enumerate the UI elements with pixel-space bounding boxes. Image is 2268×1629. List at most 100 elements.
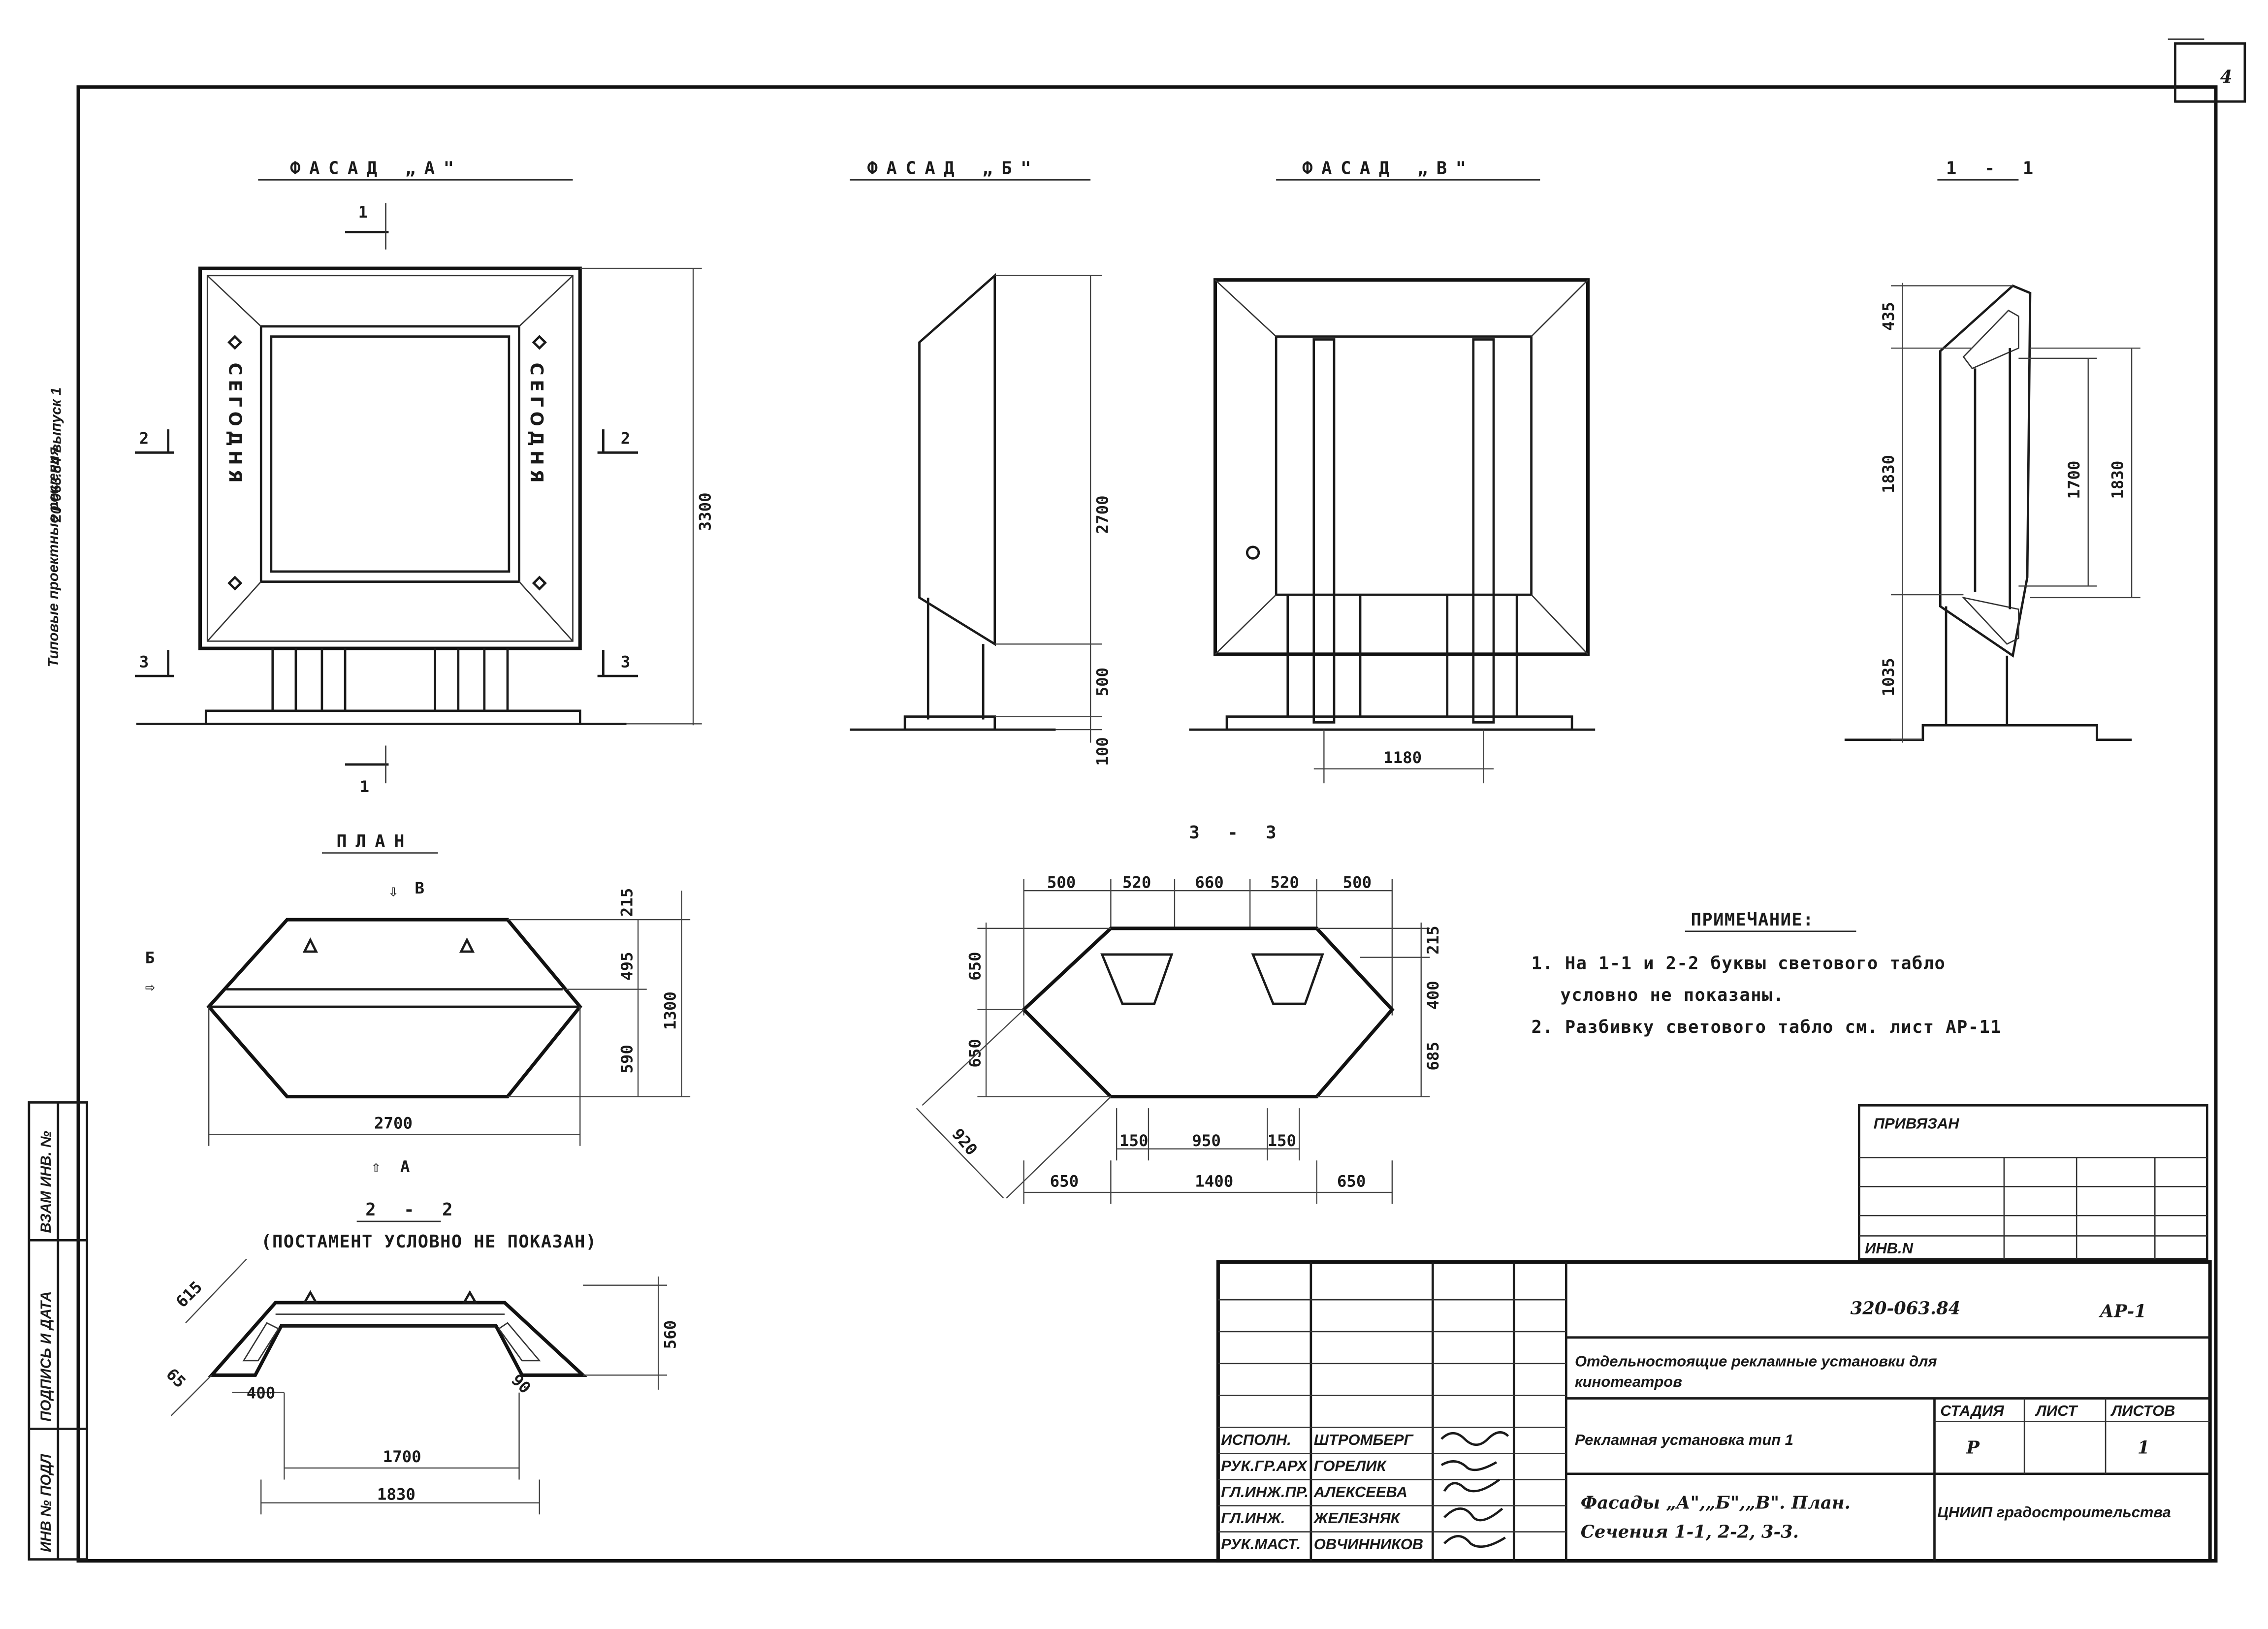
tb-role-2: РУК.ГР.АРХ: [1221, 1457, 1308, 1474]
binding-inv: ИНВ.N: [1865, 1240, 1913, 1257]
note-block: ПРИМЕЧАНИЕ: 1. На 1-1 и 2-2 буквы светов…: [1532, 910, 2002, 1037]
tb-stage: Р: [1966, 1437, 1980, 1458]
sign-text-left: СЕГОДНЯ: [224, 363, 245, 487]
dim-435: 435: [1879, 302, 1898, 331]
facade-a-title: ФАСАД „А": [290, 159, 463, 179]
facade-b-title: ФАСАД „Б": [867, 159, 1040, 179]
plan-dim-2700: 2700: [374, 1114, 413, 1132]
dim-1830-right: 1830: [2108, 461, 2127, 499]
s33-left-650-top: 650: [965, 952, 984, 981]
s33-right-400: 400: [1424, 981, 1442, 1010]
strip-label-2: ПОДПИСЬ И ДАТА: [38, 1291, 54, 1422]
plan-dim-1300: 1300: [661, 991, 680, 1030]
dim-1035: 1035: [1879, 658, 1898, 696]
plan-dim-495: 495: [617, 952, 636, 981]
plan-view: ПЛАН ⇩ В Б ⇨ 2700 ⇧ А 215 495 590 1300: [145, 831, 691, 1176]
facade-a-view: ФАСАД „А" 1 СЕГОДНЯ СЕГОДНЯ: [134, 159, 714, 796]
sign-letters-right: СЕГОДНЯ: [526, 363, 546, 487]
dim-1830-left: 1830: [1879, 455, 1898, 493]
s33-diag-920: 920: [948, 1125, 981, 1159]
dim-100: 100: [1093, 737, 1112, 766]
section-2-right: 2: [621, 429, 631, 448]
tb-contents-2: Сечения 1-1, 2-2, 3-3.: [1581, 1522, 1799, 1542]
sign-text-right: СЕГОДНЯ: [526, 363, 546, 487]
facade-b-view: ФАСАД „Б" 2700 500 100: [850, 159, 1112, 766]
section-2-2-view: 2 - 2 (ПОСТАМЕНТ УСЛОВНО НЕ ПОКАЗАН) 615…: [162, 1200, 680, 1515]
left-stamp-strip: ВЗАМ ИНВ. № ПОДПИСЬ И ДАТА ИНВ № ПОДЛ: [28, 1101, 89, 1561]
tb-stage-label: СТАДИЯ: [1940, 1402, 2005, 1419]
s33-bottom-150-right: 150: [1268, 1131, 1297, 1150]
s33-right-215: 215: [1424, 926, 1442, 955]
strip-label-1: ВЗАМ ИНВ. №: [38, 1131, 54, 1233]
s33-right-685: 685: [1424, 1042, 1442, 1071]
section-1-1-view: 1 - 1 435 1830 1035 1700 1830: [1844, 159, 2140, 743]
tb-sheets: 1: [2138, 1437, 2150, 1458]
margin-notes: 20-063.84 выпуск 1 Типовые проектные реш…: [45, 387, 64, 668]
section-2-2-title: 2 - 2: [365, 1200, 461, 1220]
note-heading: ПРИМЕЧАНИЕ:: [1691, 910, 1814, 930]
plan-arrow-a-label: А: [400, 1157, 410, 1176]
dim-3300: 3300: [696, 492, 714, 531]
sheet-frame: 4: [76, 38, 2246, 1563]
tb-role-4: ГЛ.ИНЖ.: [1221, 1509, 1285, 1527]
sign-letters-left: СЕГОДНЯ: [224, 363, 245, 487]
note-line-1: 1. На 1-1 и 2-2 буквы светового табло: [1532, 953, 1946, 973]
cut-1-top: 1: [358, 203, 368, 222]
tb-drawing: Рекламная установка тип 1: [1575, 1431, 1793, 1448]
section-3-3-title: 3 - 3: [1189, 823, 1285, 843]
s33-top-dim-4: 520: [1270, 873, 1299, 892]
binding-block: ПРИВЯЗАН ИНВ.N: [1857, 1104, 2208, 1260]
facade-v-view: ФАСАД „В" 1180: [1189, 159, 1596, 784]
tb-role-1: ИСПОЛН.: [1221, 1431, 1291, 1448]
dim-1180: 1180: [1383, 748, 1422, 767]
tb-project: Отдельностоящие рекламные установки для: [1575, 1353, 1937, 1370]
tb-person-5: ОВЧИННИКОВ: [1314, 1535, 1423, 1553]
diamond-ornaments: [227, 335, 547, 591]
s33-outer-650-left: 650: [1050, 1172, 1079, 1190]
tb-sheet-label: ЛИСТ: [2035, 1402, 2079, 1419]
s22-dim-65: 65: [162, 1365, 189, 1391]
tb-code: 320-063.84: [1851, 1299, 1961, 1319]
s33-bottom-150-left: 150: [1119, 1131, 1149, 1150]
section-3-right: 3: [621, 652, 631, 671]
s22-dim-400: 400: [247, 1383, 276, 1402]
plan-arrow-b-glyph: ⇨: [145, 977, 155, 996]
plan-dim-590: 590: [617, 1045, 636, 1074]
dim-500: 500: [1093, 668, 1112, 697]
dim-2700: 2700: [1093, 495, 1112, 534]
s33-outer-1400: 1400: [1195, 1172, 1233, 1190]
note-line-1b: условно не показаны.: [1561, 985, 1785, 1005]
tb-sheets-label: ЛИСТОВ: [2110, 1402, 2175, 1419]
section-3-left: 3: [139, 652, 149, 671]
s33-left-650-bottom: 650: [965, 1039, 984, 1068]
plan-arrow-v-glyph: ⇩: [388, 882, 398, 900]
tb-org: ЦНИИП градостроительства: [1937, 1503, 2171, 1521]
sheet-number: 4: [2220, 67, 2233, 87]
section-2-left: 2: [139, 429, 149, 448]
plan-dim-215: 215: [617, 888, 636, 917]
tb-role-5: РУК.МАСТ.: [1221, 1535, 1301, 1553]
plan-arrow-a-glyph: ⇧: [371, 1157, 381, 1176]
dim-1700-section: 1700: [2065, 461, 2083, 499]
facade-v-title: ФАСАД „В": [1302, 159, 1475, 179]
note-line-2: 2. Разбивку светового табло см. лист АР-…: [1532, 1017, 2002, 1037]
tb-project-2: кинотеатров: [1575, 1373, 1682, 1390]
plan-arrow-b-label: Б: [145, 949, 155, 967]
section-2-2-subtitle: (ПОСТАМЕНТ УСЛОВНО НЕ ПОКАЗАН): [261, 1232, 597, 1252]
tb-person-3: АЛЕКСЕЕВА: [1313, 1483, 1407, 1501]
s33-top-dim-2: 520: [1122, 873, 1151, 892]
plan-title: ПЛАН: [336, 831, 413, 852]
title-block: 320-063.84 АР-1 Отдельностоящие рекламны…: [1216, 1260, 2212, 1563]
signatures: [1440, 1431, 1509, 1548]
plan-arrow-v-label: В: [415, 879, 424, 897]
section-1-1-title: 1 - 1: [1946, 159, 2042, 179]
tb-role-3: ГЛ.ИНЖ.ПР.: [1221, 1483, 1309, 1501]
s33-top-dim-1: 500: [1047, 873, 1076, 892]
binding-title: ПРИВЯЗАН: [1874, 1115, 1959, 1132]
strip-label-3: ИНВ № ПОДЛ: [38, 1454, 54, 1552]
tb-person-1: ШТРОМБЕРГ: [1314, 1431, 1414, 1448]
s33-outer-650-right: 650: [1337, 1172, 1366, 1190]
s33-top-dim-5: 500: [1343, 873, 1372, 892]
cut-1-bottom: 1: [360, 777, 370, 796]
